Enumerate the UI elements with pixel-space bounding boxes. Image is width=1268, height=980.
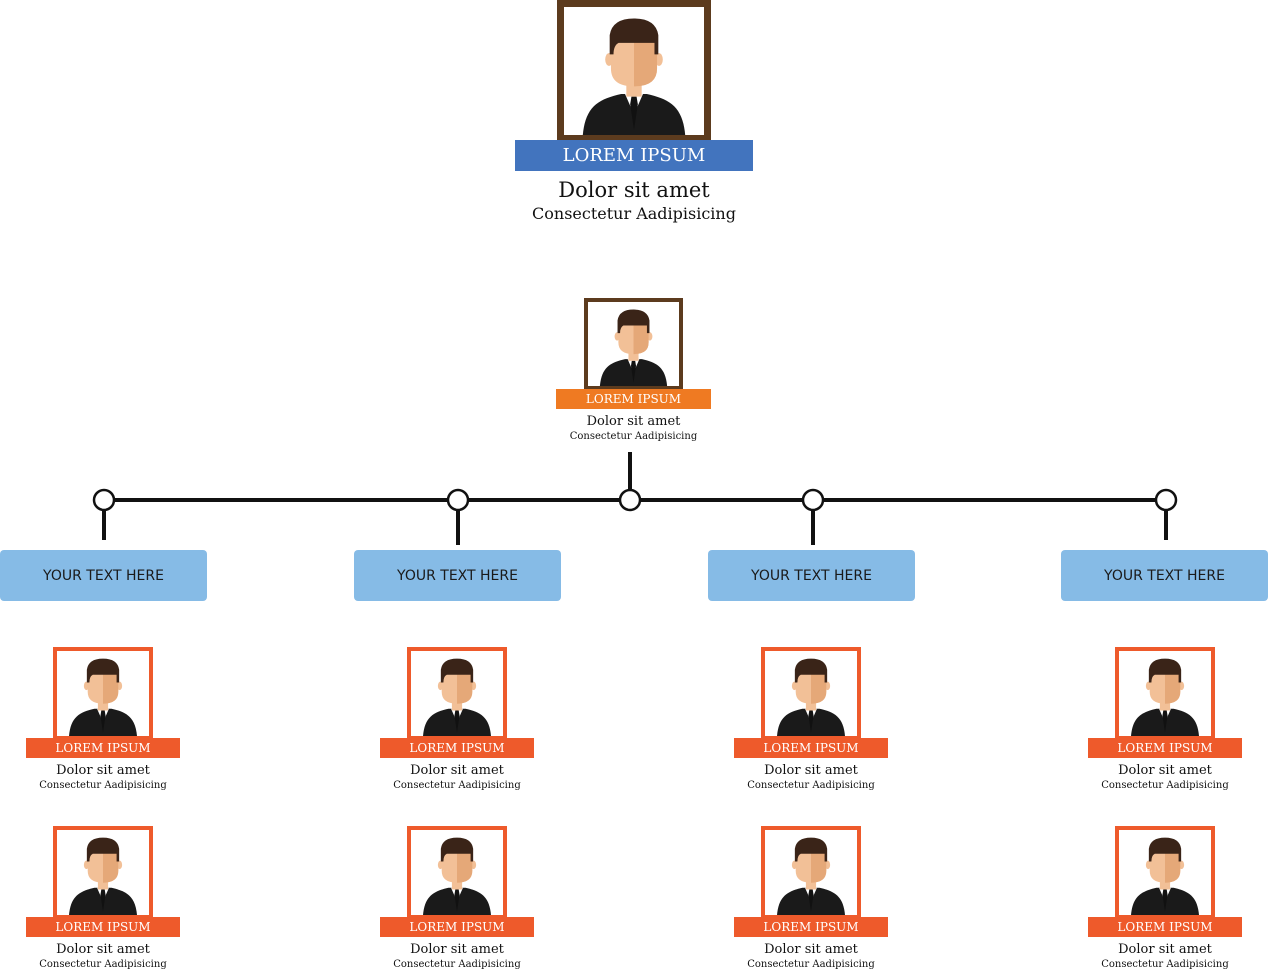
- member-title-banner: LOREM IPSUM: [380, 738, 534, 758]
- manager-photo-frame: [584, 298, 683, 390]
- member-card: LOREM IPSUM Dolor sit amet Consectetur A…: [380, 826, 534, 976]
- department-box[interactable]: YOUR TEXT HERE: [1061, 550, 1268, 601]
- department-box[interactable]: YOUR TEXT HERE: [708, 550, 915, 601]
- member-title-banner: LOREM IPSUM: [734, 917, 888, 937]
- member-card: LOREM IPSUM Dolor sit amet Consectetur A…: [26, 647, 180, 797]
- member-name: Dolor sit amet: [1118, 942, 1212, 957]
- manager-title-banner: LOREM IPSUM: [556, 389, 711, 409]
- ceo-card: LOREM IPSUM Dolor sit amet Consectetur A…: [515, 0, 753, 230]
- department-box[interactable]: YOUR TEXT HERE: [354, 550, 561, 601]
- member-photo-frame: [1115, 647, 1215, 740]
- person-avatar-icon: [588, 302, 679, 386]
- member-title-banner: LOREM IPSUM: [26, 917, 180, 937]
- connector-node-icon: [1154, 488, 1178, 512]
- member-card: LOREM IPSUM Dolor sit amet Consectetur A…: [26, 826, 180, 976]
- connector-node-icon: [801, 488, 825, 512]
- member-subtitle: Consectetur Aadipisicing: [393, 780, 521, 791]
- member-subtitle: Consectetur Aadipisicing: [39, 780, 167, 791]
- member-name: Dolor sit amet: [764, 763, 858, 778]
- member-subtitle: Consectetur Aadipisicing: [1101, 959, 1229, 970]
- member-photo-frame: [53, 647, 153, 740]
- member-name: Dolor sit amet: [56, 763, 150, 778]
- person-avatar-icon: [57, 651, 149, 736]
- member-subtitle: Consectetur Aadipisicing: [747, 959, 875, 970]
- member-card: LOREM IPSUM Dolor sit amet Consectetur A…: [1088, 826, 1242, 976]
- person-avatar-icon: [1119, 651, 1211, 736]
- member-photo-frame: [407, 647, 507, 740]
- member-card: LOREM IPSUM Dolor sit amet Consectetur A…: [734, 826, 888, 976]
- manager-subtitle: Consectetur Aadipisicing: [569, 431, 698, 442]
- member-card: LOREM IPSUM Dolor sit amet Consectetur A…: [1088, 647, 1242, 797]
- member-photo-frame: [53, 826, 153, 919]
- member-photo-frame: [1115, 826, 1215, 919]
- member-subtitle: Consectetur Aadipisicing: [393, 959, 521, 970]
- manager-card: LOREM IPSUM Dolor sit amet Consectetur A…: [556, 298, 711, 448]
- ceo-name: Dolor sit amet: [558, 178, 710, 202]
- ceo-subtitle: Consectetur Aadipisicing: [532, 204, 736, 223]
- person-avatar-icon: [765, 830, 857, 915]
- member-photo-frame: [407, 826, 507, 919]
- member-photo-frame: [761, 826, 861, 919]
- manager-name: Dolor sit amet: [586, 414, 681, 429]
- member-title-banner: LOREM IPSUM: [26, 738, 180, 758]
- department-box[interactable]: YOUR TEXT HERE: [0, 550, 207, 601]
- person-avatar-icon: [564, 7, 704, 135]
- member-name: Dolor sit amet: [1118, 763, 1212, 778]
- connector-node-icon: [92, 488, 116, 512]
- ceo-photo-frame: [557, 0, 711, 142]
- member-name: Dolor sit amet: [410, 763, 504, 778]
- member-name: Dolor sit amet: [764, 942, 858, 957]
- connector-node-icon: [446, 488, 470, 512]
- member-title-banner: LOREM IPSUM: [380, 917, 534, 937]
- member-card: LOREM IPSUM Dolor sit amet Consectetur A…: [734, 647, 888, 797]
- member-card: LOREM IPSUM Dolor sit amet Consectetur A…: [380, 647, 534, 797]
- member-name: Dolor sit amet: [56, 942, 150, 957]
- member-subtitle: Consectetur Aadipisicing: [1101, 780, 1229, 791]
- member-subtitle: Consectetur Aadipisicing: [747, 780, 875, 791]
- person-avatar-icon: [411, 830, 503, 915]
- connector-node-icon: [618, 488, 642, 512]
- member-title-banner: LOREM IPSUM: [1088, 917, 1242, 937]
- member-photo-frame: [761, 647, 861, 740]
- person-avatar-icon: [1119, 830, 1211, 915]
- member-title-banner: LOREM IPSUM: [1088, 738, 1242, 758]
- ceo-title-banner: LOREM IPSUM: [515, 140, 753, 171]
- person-avatar-icon: [411, 651, 503, 736]
- member-subtitle: Consectetur Aadipisicing: [39, 959, 167, 970]
- person-avatar-icon: [57, 830, 149, 915]
- member-title-banner: LOREM IPSUM: [734, 738, 888, 758]
- person-avatar-icon: [765, 651, 857, 736]
- member-name: Dolor sit amet: [410, 942, 504, 957]
